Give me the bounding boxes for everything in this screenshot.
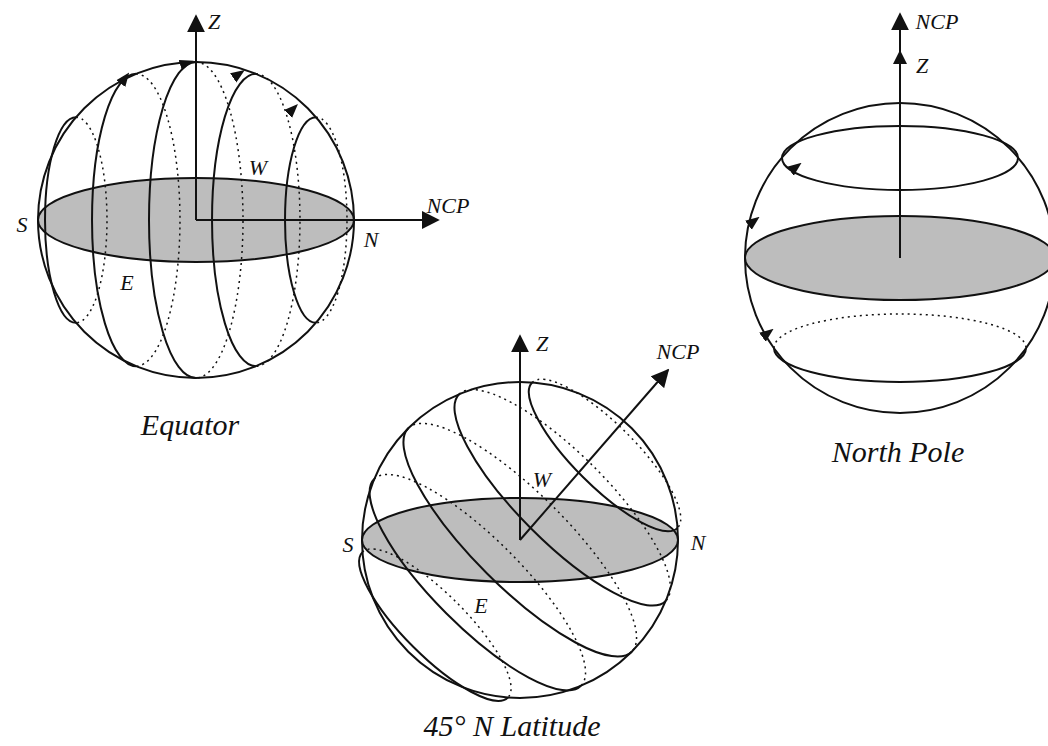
direction-label: E <box>474 595 487 617</box>
pole-sphere <box>745 14 1048 413</box>
axis-label: Z <box>208 11 220 33</box>
direction-label: S <box>17 214 28 236</box>
axis-label: Z <box>916 55 928 77</box>
equator-sphere <box>38 16 438 378</box>
direction-label: W <box>249 157 267 179</box>
direction-label: W <box>533 469 551 491</box>
direction-label: S <box>343 534 354 556</box>
axis-label: NCP <box>657 341 700 363</box>
axis-label: NCP <box>427 195 470 217</box>
mid-latitude-sphere <box>302 322 739 746</box>
axis-label: NCP <box>916 11 959 33</box>
axis-label: Z <box>536 333 548 355</box>
direction-label: N <box>364 229 379 251</box>
sphere-caption: 45° N Latitude <box>423 711 600 741</box>
sphere-caption: Equator <box>141 410 239 440</box>
direction-label: E <box>120 272 133 294</box>
direction-label: N <box>691 532 706 554</box>
sphere-caption: North Pole <box>832 437 965 467</box>
